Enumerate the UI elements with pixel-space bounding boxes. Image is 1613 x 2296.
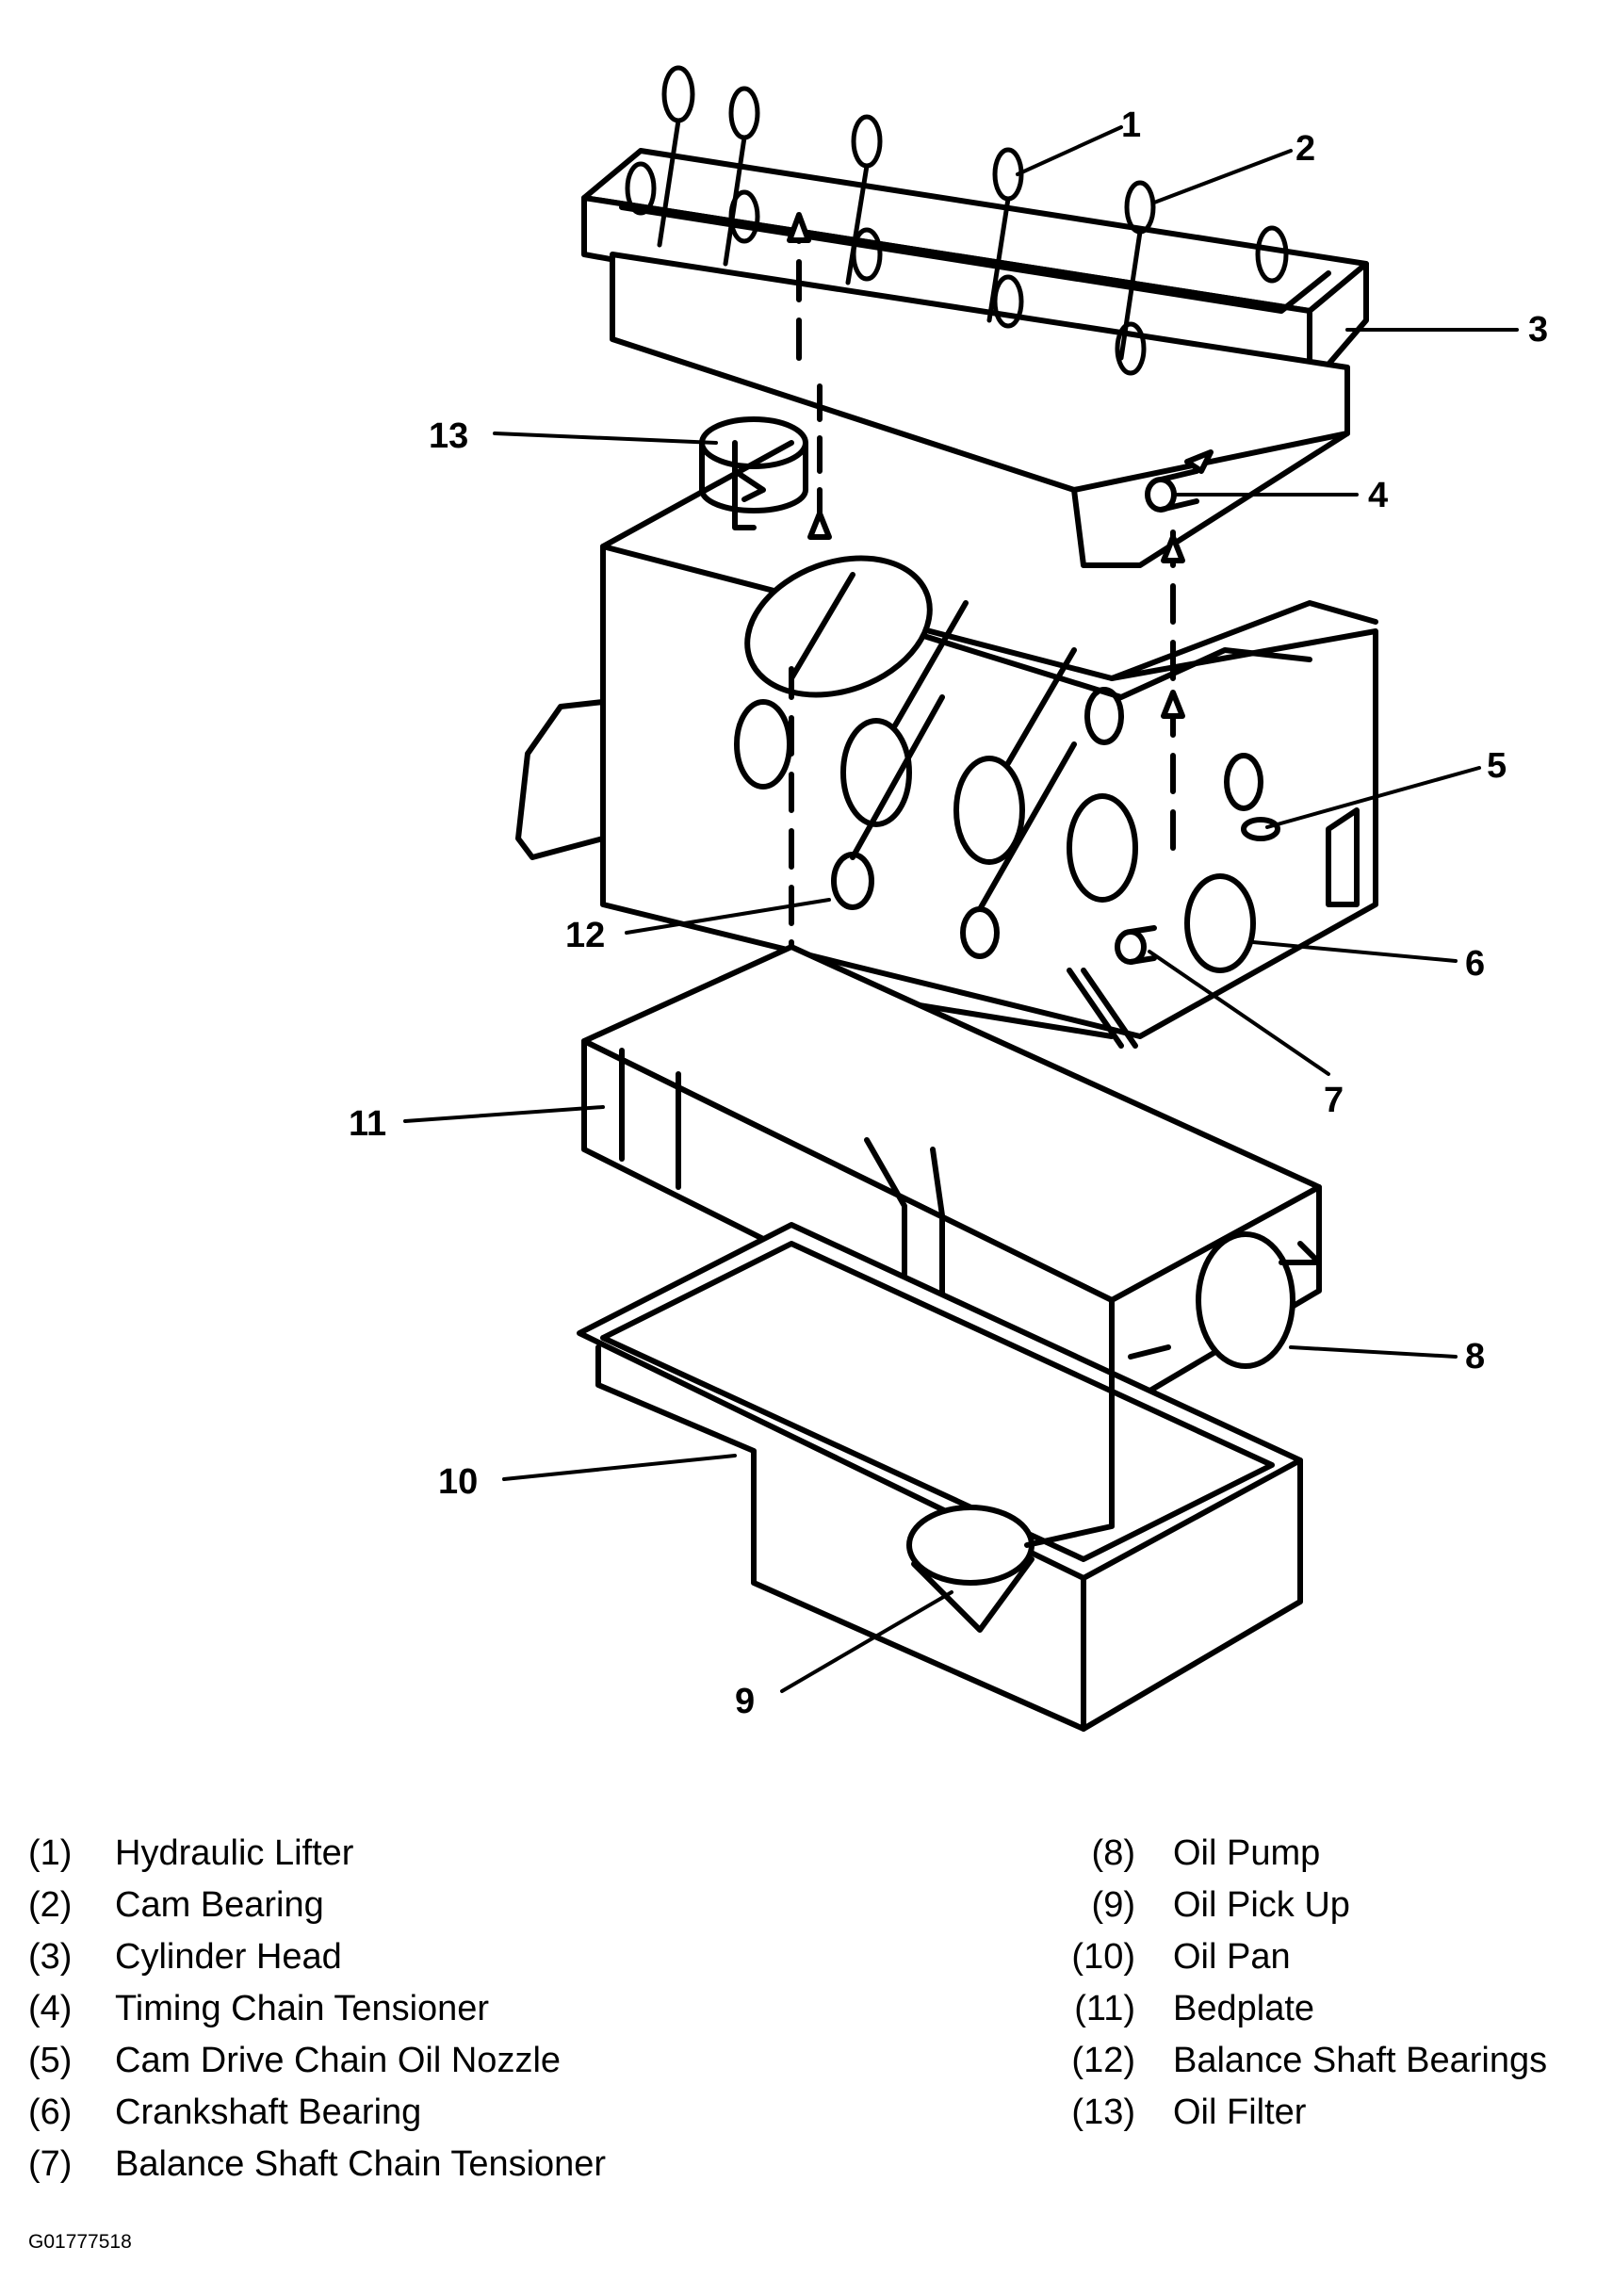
legend-number: (12) bbox=[1071, 2041, 1135, 2080]
timing-chain-tensioner-part bbox=[1145, 449, 1214, 513]
legend-item: (10) Oil Pan bbox=[1060, 1931, 1547, 1983]
legend-label: Balance Shaft Bearings bbox=[1173, 2041, 1548, 2080]
legend-item: (9) Oil Pick Up bbox=[1060, 1880, 1547, 1931]
legend-label: Oil Pan bbox=[1173, 1937, 1291, 1977]
legend-item: (13) Oil Filter bbox=[1060, 2087, 1547, 2139]
legend-item: (4) Timing Chain Tensioner bbox=[28, 1983, 606, 2035]
legend-item: (5) Cam Drive Chain Oil Nozzle bbox=[28, 2035, 606, 2087]
legend-item: (7) Balance Shaft Chain Tensioner bbox=[28, 2139, 606, 2190]
callout-9: 9 bbox=[735, 1682, 755, 1721]
legend-right-column: (8) Oil Pump (9) Oil Pick Up (10) Oil Pan (… bbox=[1060, 1828, 1547, 2139]
legend-number: (5) bbox=[28, 2041, 73, 2080]
legend-item: (2) Cam Bearing bbox=[28, 1880, 606, 1931]
legend-label: Bedplate bbox=[1173, 1989, 1315, 2028]
legend-label: Hydraulic Lifter bbox=[115, 1833, 354, 1873]
callout-10: 10 bbox=[438, 1462, 478, 1502]
callout-13: 13 bbox=[429, 416, 468, 456]
callout-numbers: 1 2 3 4 5 6 7 8 9 10 11 12 13 bbox=[349, 106, 1548, 1721]
legend-number: (13) bbox=[1071, 2092, 1135, 2132]
callout-7: 7 bbox=[1324, 1081, 1344, 1120]
legend-number: (3) bbox=[28, 1937, 73, 1977]
oil-filter-part bbox=[699, 383, 832, 540]
legend-number: (10) bbox=[1071, 1937, 1135, 1977]
callout-1: 1 bbox=[1121, 106, 1141, 145]
legend-number: (4) bbox=[28, 1989, 73, 2028]
legend-number: (8) bbox=[1091, 1833, 1135, 1873]
legend-number: (6) bbox=[28, 2092, 73, 2132]
legend-item: (3) Cylinder Head bbox=[28, 1931, 606, 1983]
legend-label: Cylinder Head bbox=[115, 1937, 342, 1977]
legend-number: (9) bbox=[1091, 1885, 1135, 1925]
callout-6: 6 bbox=[1465, 944, 1485, 984]
legend-label: Cam Bearing bbox=[115, 1885, 324, 1925]
callout-leader-lines bbox=[403, 125, 1519, 1693]
callout-5: 5 bbox=[1487, 746, 1507, 786]
legend-label: Crankshaft Bearing bbox=[115, 2092, 422, 2132]
legend-item: (6) Crankshaft Bearing bbox=[28, 2087, 606, 2139]
legend-item: (1) Hydraulic Lifter bbox=[28, 1828, 606, 1880]
callout-4: 4 bbox=[1368, 476, 1388, 515]
callout-2: 2 bbox=[1295, 129, 1315, 169]
legend-label: Cam Drive Chain Oil Nozzle bbox=[115, 2041, 562, 2080]
callout-8: 8 bbox=[1465, 1337, 1485, 1376]
legend-item: (8) Oil Pump bbox=[1060, 1828, 1547, 1880]
callout-12: 12 bbox=[565, 916, 605, 955]
callout-11: 11 bbox=[349, 1104, 386, 1144]
legend-number: (7) bbox=[28, 2144, 73, 2184]
legend-label: Oil Pick Up bbox=[1173, 1885, 1350, 1925]
hydraulic-lifter-loops bbox=[625, 65, 1289, 376]
legend-label: Timing Chain Tensioner bbox=[115, 1989, 490, 2028]
legend-left-column: (1) Hydraulic Lifter (2) Cam Bearing (3) Cy… bbox=[28, 1828, 606, 2190]
legend-item: (12) Balance Shaft Bearings bbox=[1060, 2035, 1547, 2087]
legend-number: (1) bbox=[28, 1833, 73, 1873]
callout-3: 3 bbox=[1528, 310, 1548, 350]
engine-block-part bbox=[515, 440, 1378, 1049]
oil-pan-part bbox=[577, 1222, 1303, 1732]
legend-label: Balance Shaft Chain Tensioner bbox=[115, 2144, 607, 2184]
figure-reference-code: G01777518 bbox=[28, 2231, 132, 2253]
legend-item: (11) Bedplate bbox=[1060, 1983, 1547, 2035]
legend-label: Oil Pump bbox=[1173, 1833, 1321, 1873]
legend-number: (11) bbox=[1074, 1989, 1135, 2028]
legend-number: (2) bbox=[28, 1885, 73, 1925]
engine-lubrication-diagram: 1 2 3 4 5 6 7 8 9 10 11 12 13 bbox=[349, 65, 1548, 1732]
legend-label: Oil Filter bbox=[1173, 2092, 1307, 2132]
